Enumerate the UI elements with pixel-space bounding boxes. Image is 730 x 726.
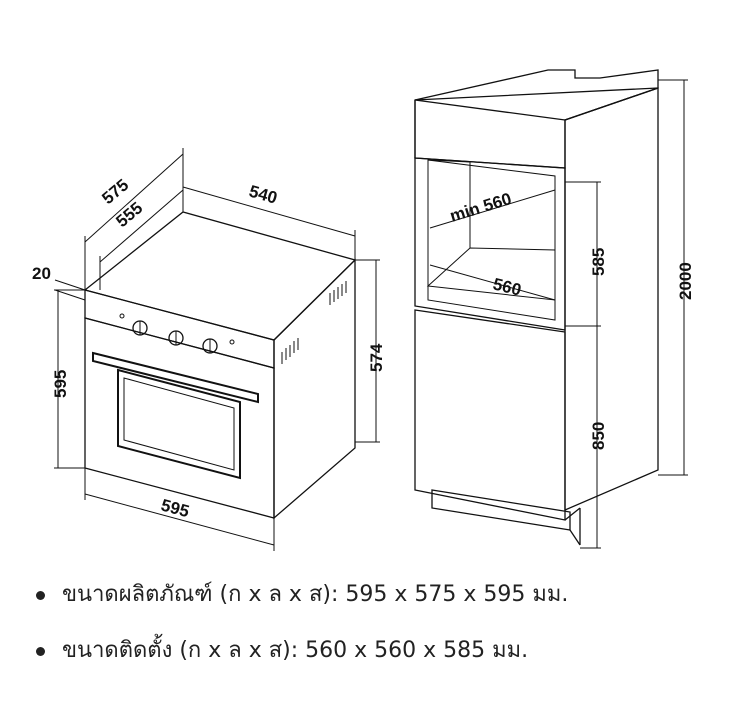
- label-cabinet-width: 560: [491, 274, 523, 299]
- knob-1-icon: [132, 320, 148, 336]
- label-oven-width-top: 540: [247, 182, 280, 208]
- spec-text: ขนาดผลิตภัณฑ์ (ก x ล x ส): 595 x 575 x 5…: [62, 582, 569, 607]
- cabinet-drawing: [414, 69, 659, 546]
- knob-3-icon: [202, 338, 218, 354]
- label-cabinet-min-width: min 560: [448, 189, 514, 226]
- cabinet-dimension-lines: [429, 79, 688, 549]
- label-oven-width-bottom: 595: [159, 496, 191, 522]
- bullet-icon: [36, 591, 45, 600]
- spec-item-product-size: ขนาดผลิตภัณฑ์ (ก x ล x ส): 595 x 575 x 5…: [36, 575, 716, 631]
- knob-2-icon: [168, 330, 184, 346]
- label-oven-panel-offset: 20: [32, 264, 51, 283]
- label-oven-height-right: 574: [367, 343, 386, 372]
- bullet-icon: [36, 647, 45, 656]
- oven-drawing: [83, 211, 357, 520]
- label-cabinet-base-height: 850: [589, 422, 608, 450]
- side-vent-front: [281, 338, 299, 364]
- spec-item-install-size: ขนาดติดตั้ง (ก x ล x ส): 560 x 560 x 585…: [36, 631, 716, 687]
- label-oven-height-left: 595: [51, 370, 70, 398]
- label-cabinet-total-height: 2000: [676, 262, 695, 300]
- side-vent-back: [329, 281, 347, 305]
- spec-text: ขนาดติดตั้ง (ก x ล x ส): 560 x 560 x 585…: [62, 638, 529, 663]
- spec-list: ขนาดผลิตภัณฑ์ (ก x ล x ส): 595 x 575 x 5…: [36, 575, 716, 687]
- label-cabinet-niche-height: 585: [589, 248, 608, 276]
- oven-installation-diagram: 575 555 540 20 595 574 595 min 560 560 5…: [32, 69, 695, 551]
- oven-dimension-lines: [54, 148, 380, 551]
